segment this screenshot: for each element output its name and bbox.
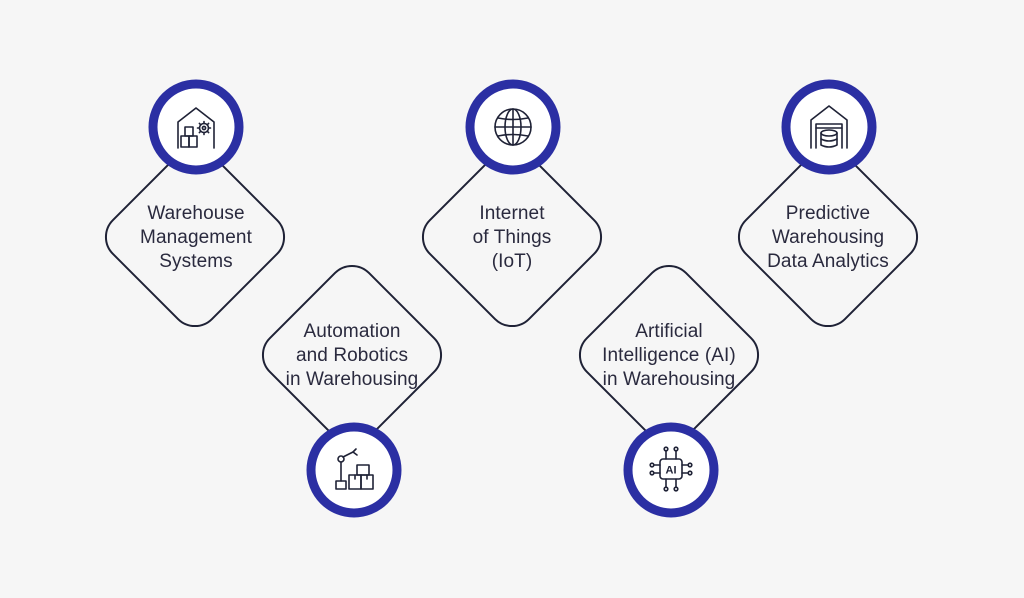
label-ai: Artificial Intelligence (AI) in Warehous…	[569, 320, 769, 392]
label-iot-line-1: Internet	[479, 203, 545, 224]
label-wms-line-1: Warehouse	[147, 203, 245, 224]
ai-chip-text: AI	[666, 465, 677, 477]
label-automation-line-3: in Warehousing	[285, 369, 419, 390]
diamond-automation	[261, 264, 443, 446]
label-iot: Internet of Things (IoT)	[412, 202, 612, 274]
label-wms-line-3: Systems	[159, 251, 233, 272]
label-iot-line-3: (IoT)	[491, 251, 533, 272]
ai-chip-icon: AI	[649, 446, 693, 492]
icon-badge-automation	[306, 422, 402, 518]
label-wms: Warehouse Management Systems	[96, 202, 296, 274]
icon-badge-analytics	[781, 79, 877, 175]
icon-badge-ai	[623, 422, 719, 518]
label-wms-line-2: Management	[140, 227, 252, 248]
label-ai-line-2: Intelligence (AI)	[602, 345, 736, 366]
diamond-analytics	[737, 146, 919, 328]
diamond-iot	[421, 146, 603, 328]
label-ai-line-3: in Warehousing	[602, 369, 736, 390]
label-analytics-line-3: Data Analytics	[767, 251, 889, 272]
diamond-ai	[578, 264, 760, 446]
label-analytics-line-1: Predictive	[785, 203, 871, 224]
label-analytics: Predictive Warehousing Data Analytics	[728, 202, 928, 274]
label-automation-line-2: and Robotics	[295, 345, 409, 366]
robot-arm-icon	[335, 448, 374, 490]
label-iot-line-2: of Things	[472, 227, 552, 248]
globe-icon	[494, 108, 532, 146]
warehouse-gear-icon	[177, 107, 215, 149]
warehouse-database-icon	[810, 105, 848, 149]
diamond-wms	[104, 146, 286, 328]
label-automation: Automation and Robotics in Warehousing	[252, 320, 452, 392]
label-automation-line-1: Automation	[303, 321, 401, 342]
icon-badge-wms	[148, 79, 244, 175]
label-analytics-line-2: Warehousing	[771, 227, 885, 248]
label-ai-line-1: Artificial	[635, 321, 703, 342]
